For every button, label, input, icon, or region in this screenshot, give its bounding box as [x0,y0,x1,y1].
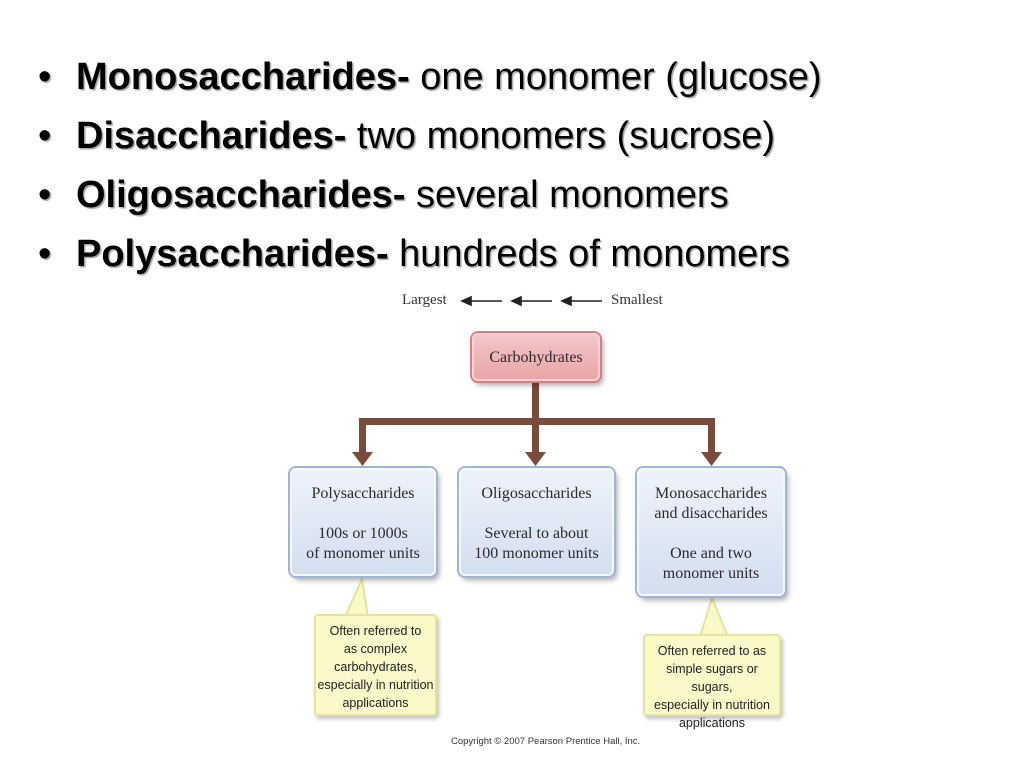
bullet-term: Monosaccharides- [76,56,410,98]
connector-drop-right [708,418,715,454]
bullet-disaccharides: • Disaccharides- two monomers (sucrose) [38,107,822,166]
bullet-dot: • [38,115,52,157]
callout-pointer-right [698,595,730,638]
poly-line1: 100s or 1000s [318,525,408,542]
simple-sugars-callout: Often referred to as simple sugars or su… [643,634,781,730]
callout-line: applications [342,696,409,710]
bullet-monosaccharides: • Monosaccharides- one monomer (glucose) [38,48,822,107]
size-legend: Largest Smallest [380,290,700,314]
connector-tree [352,383,722,466]
poly-title: Polysaccharides [311,485,415,502]
left-arrows-icon [460,295,602,307]
oligo-line1: Several to about [484,525,589,542]
bullet-term: Oligosaccharides- [76,174,406,216]
mono-title2: and disaccharides [654,505,768,522]
bullet-desc: one monomer (glucose) [409,56,822,98]
callout-line: simple sugars or sugars, [666,662,758,694]
oligo-title: Oligosaccharides [481,485,592,502]
bullet-dot: • [38,174,52,216]
callout-line: as complex [343,642,408,656]
bullet-polysaccharides: • Polysaccharides- hundreds of monomers [38,225,822,284]
bullet-desc: several monomers [405,174,729,216]
oligosaccharides-box: Oligosaccharides Several to about 100 mo… [459,468,614,576]
callout-line: Often referred to as [657,644,767,658]
copyright-notice: Copyright © 2007 Pearson Prentice Hall, … [451,736,641,747]
bullet-desc: two monomers (sucrose) [346,115,776,157]
callout-pointer-left [343,575,370,618]
bullet-oligosaccharides: • Oligosaccharides- several monomers [38,166,822,225]
callout-line: especially in nutrition [653,698,771,712]
polysaccharides-box: Polysaccharides 100s or 1000s of monomer… [290,468,436,576]
legend-largest: Largest [402,292,447,308]
callout-line: carbohydrates, [334,660,417,674]
bullet-desc: hundreds of monomers [388,233,790,275]
connector-drop-center [532,418,539,454]
arrowhead-left [352,452,373,466]
carbohydrates-label: Carbohydrates [489,349,583,366]
carbohydrates-box: Carbohydrates [472,333,600,381]
connector-stem [532,383,539,421]
arrowhead-right [701,452,722,466]
complex-carbs-callout: Often referred to as complex carbohydrat… [314,614,437,716]
bullet-list: • Monosaccharides- one monomer (glucose)… [38,48,822,284]
callout-line: Often referred to [329,624,422,638]
mono-line1: One and two [670,545,752,562]
mono-line2: monomer units [662,565,760,582]
oligo-line2: 100 monomer units [474,545,599,562]
bullet-term: Polysaccharides- [76,233,389,275]
callout-line: especially in nutrition [317,678,434,692]
connector-drop-left [359,418,366,454]
monosaccharides-box: Monosaccharides and disaccharides One an… [637,468,785,596]
bullet-dot: • [38,233,52,275]
mono-title1: Monosaccharides [655,485,767,502]
arrowhead-center [525,452,546,466]
poly-line2: of monomer units [306,545,420,562]
bullet-dot: • [38,56,52,98]
bullet-term: Disaccharides- [76,115,347,157]
callout-line: applications [678,716,745,730]
legend-smallest: Smallest [611,292,663,308]
